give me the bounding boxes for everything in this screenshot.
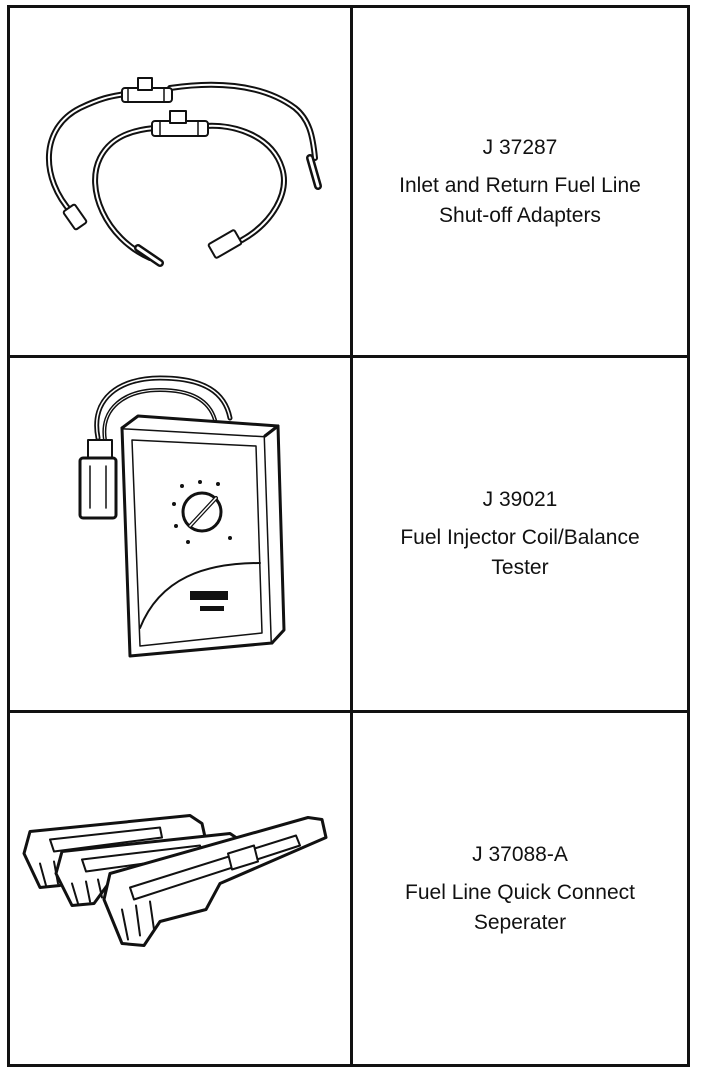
tool-table: J 37287 Inlet and Return Fuel Line Shut-… (7, 5, 690, 1067)
tool-description-line: Seperater (473, 910, 567, 934)
tool-text-cell-3: J 37088-A Fuel Line Quick Connect Sepera… (353, 713, 687, 1064)
tool-part-number: J 39021 (482, 488, 558, 511)
tool-description-line: Shut-off Adapters (439, 203, 601, 227)
tool-description-line: Tester (491, 556, 549, 579)
tool-text-cell-2: J 39021 Fuel Injector Coil/Balance Teste… (353, 358, 687, 713)
tool-text-cell-1: J 37287 Inlet and Return Fuel Line Shut-… (353, 8, 687, 358)
tool-image-cell-1 (10, 8, 353, 358)
tool-image-cell-2 (10, 358, 353, 713)
tool-part-number: J 37287 (482, 135, 558, 159)
tool-description-line: Fuel Line Quick Connect (405, 880, 635, 904)
injector-tester-illustration (10, 358, 350, 710)
fuel-line-shutoff-adapters-illustration (10, 8, 350, 355)
quick-connect-separator-illustration (10, 713, 350, 1064)
tool-description-line: Inlet and Return Fuel Line (399, 173, 641, 197)
tool-image-cell-3 (10, 713, 353, 1064)
tool-part-number: J 37088-A (472, 842, 568, 866)
tool-description-line: Fuel Injector Coil/Balance (400, 526, 640, 549)
